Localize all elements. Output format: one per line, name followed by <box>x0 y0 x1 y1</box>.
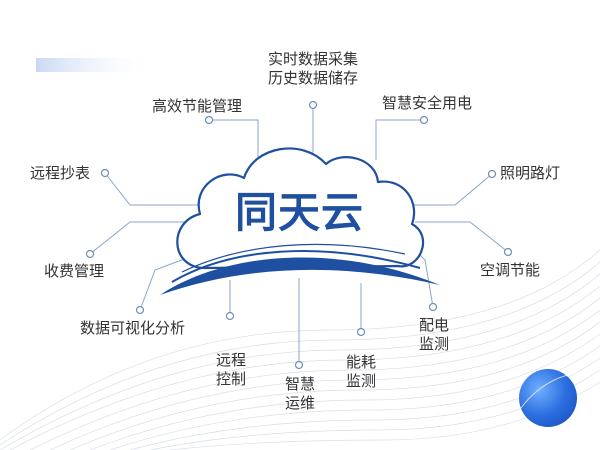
label-power-dist: 配电 监测 <box>413 316 455 354</box>
label-line: 配电 <box>418 316 449 334</box>
label-smart-ops: 智慧 运维 <box>279 375 321 413</box>
label-remote-meter: 远程抄表 <box>30 164 91 182</box>
node-remote-meter <box>100 168 110 178</box>
label-data-viz: 数据可视化分析 <box>80 319 186 337</box>
label-lighting: 照明路灯 <box>500 164 561 182</box>
label-efficient-energy: 高效节能管理 <box>152 97 243 115</box>
label-line: 远程 <box>215 351 246 369</box>
decor-ball <box>519 369 577 427</box>
node-lighting <box>487 169 497 179</box>
label-line: 历史数据储存 <box>267 69 358 87</box>
decor-ball-arc <box>509 371 597 426</box>
node-ac-energy <box>503 247 513 257</box>
brand-title: 同天云 <box>234 188 364 237</box>
cloud-swoosh <box>160 243 440 295</box>
label-line: 监测 <box>345 372 376 390</box>
node-power-dist <box>428 302 438 312</box>
node-remote-control <box>225 311 235 321</box>
label-energy-monitor: 能耗 监测 <box>340 353 382 391</box>
label-line: 监测 <box>418 335 449 353</box>
label-data-collection: 实时数据采集 历史数据储存 <box>258 50 368 88</box>
label-line: 控制 <box>215 370 246 388</box>
cloud-shape <box>176 147 425 270</box>
node-smart-safety <box>419 115 429 125</box>
node-data-collection <box>308 100 318 110</box>
node-data-viz <box>135 305 145 315</box>
node-energy-monitor <box>356 327 366 337</box>
decor-bar <box>36 58 156 72</box>
label-remote-control: 远程 控制 <box>210 351 252 389</box>
connector-lines <box>89 105 509 365</box>
label-smart-safety: 智慧安全用电 <box>382 94 473 112</box>
label-line: 能耗 <box>345 353 376 371</box>
connector-nodes <box>85 100 513 370</box>
node-efficient-energy <box>204 115 214 125</box>
node-charge-mgmt <box>85 249 95 259</box>
label-line: 运维 <box>284 394 315 412</box>
label-charge-mgmt: 收费管理 <box>44 262 105 280</box>
node-smart-ops <box>294 360 304 370</box>
label-line: 智慧 <box>284 375 315 393</box>
label-line: 实时数据采集 <box>267 50 358 68</box>
label-ac-energy: 空调节能 <box>480 261 541 279</box>
